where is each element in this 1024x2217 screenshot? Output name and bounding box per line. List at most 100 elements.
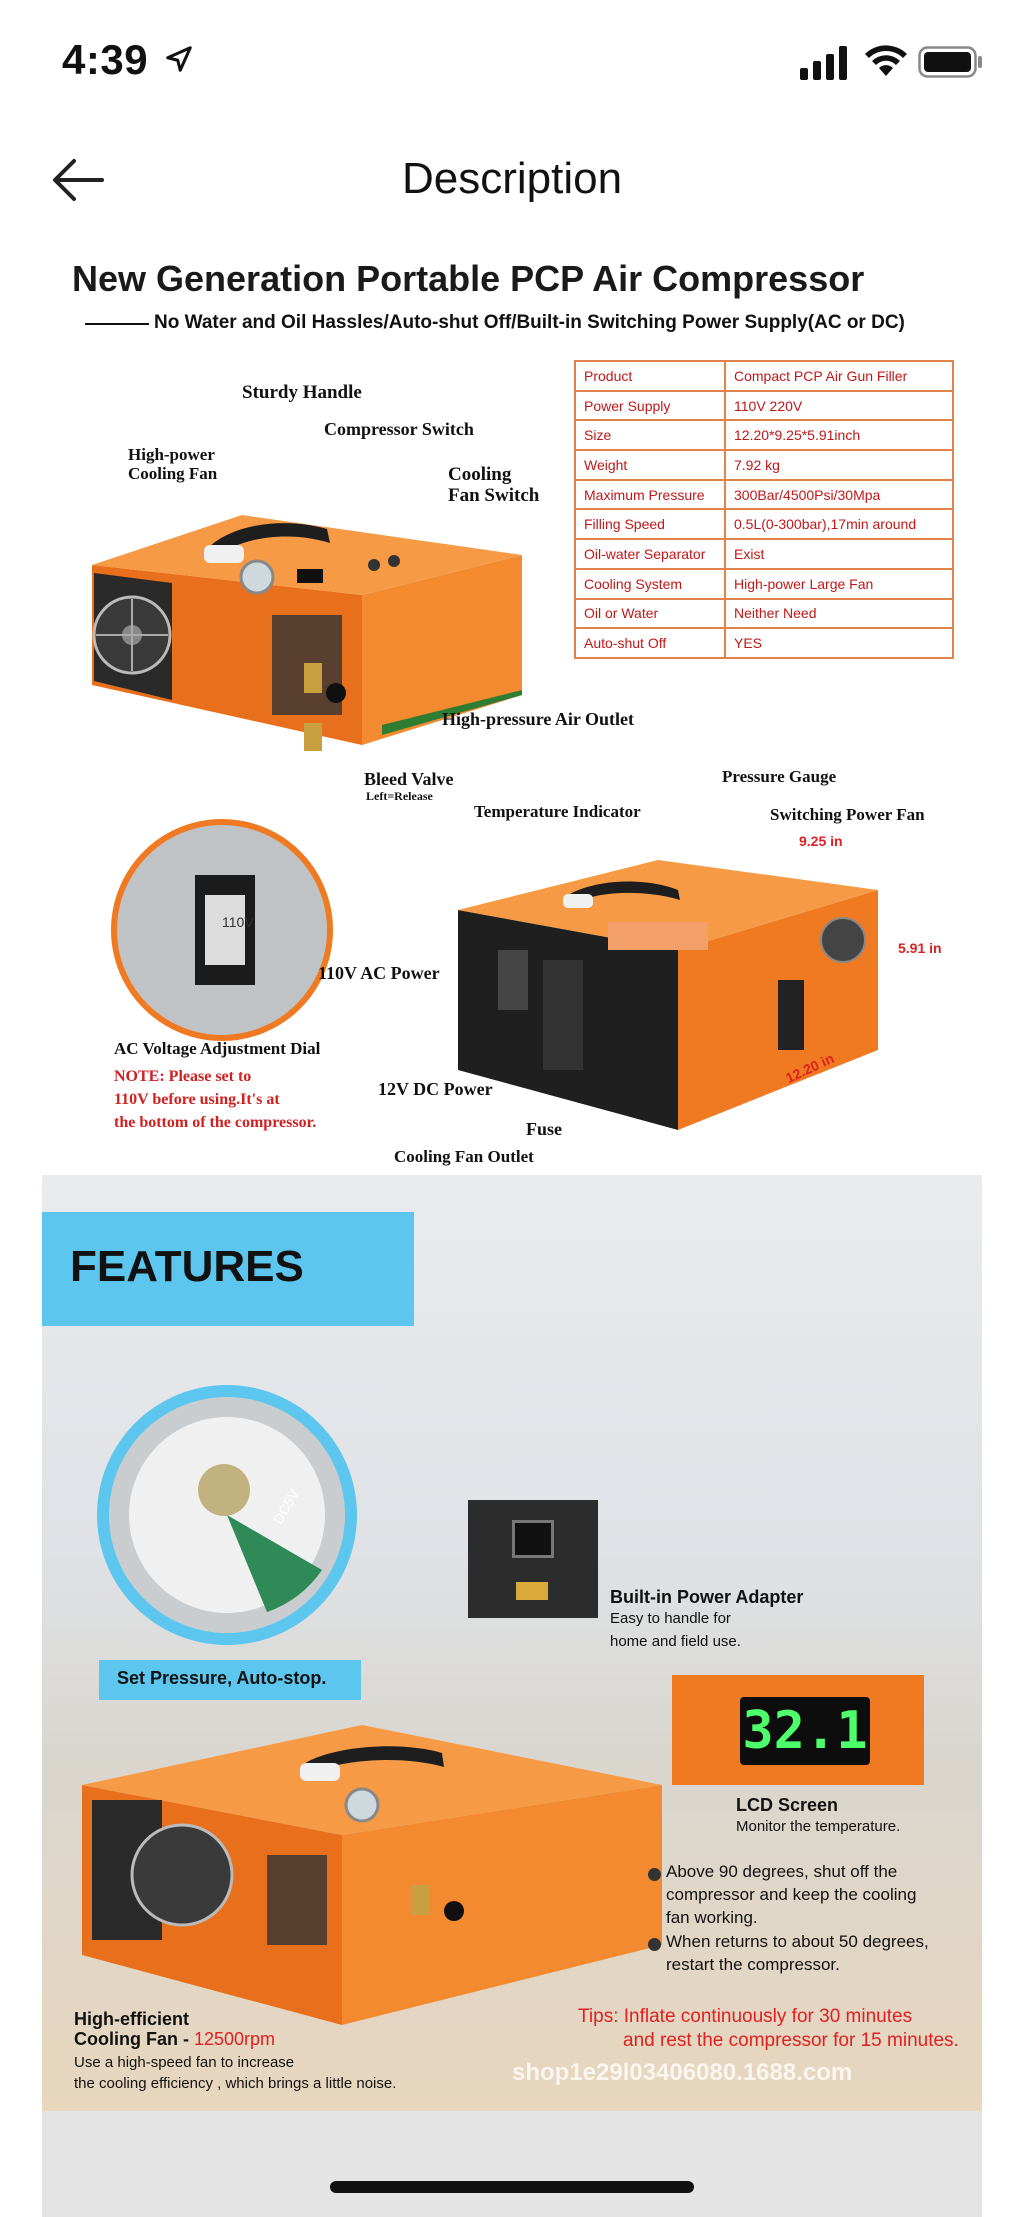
compressor-features-image — [82, 1725, 662, 2025]
lcd-subtitle: Monitor the temperature. — [736, 1818, 901, 1835]
spec-value: 12.20*9.25*5.91inch — [724, 419, 954, 452]
label-fan-1: High-power — [128, 445, 215, 464]
spec-subtitle: No Water and Oil Hassles/Auto-shut Off/B… — [154, 312, 905, 333]
label-dc-power: 12V DC Power — [378, 1079, 493, 1099]
wifi-icon — [865, 45, 907, 76]
spec-key: Maximum Pressure — [574, 478, 726, 511]
label-ac-power: 110V AC Power — [318, 963, 440, 983]
spec-key: Cooling System — [574, 567, 726, 600]
spec-key: Weight — [574, 449, 726, 481]
compressor-top-image — [92, 515, 522, 751]
label-air-outlet: High-pressure Air Outlet — [442, 709, 635, 729]
label-bleed-valve: Bleed Valve — [364, 769, 454, 789]
battery-icon — [918, 46, 982, 78]
back-arrow-icon[interactable] — [50, 155, 106, 205]
spec-title: New Generation Portable PCP Air Compress… — [72, 258, 865, 299]
fan-title-1: High-efficient — [74, 2009, 189, 2029]
adapter-title: Built-in Power Adapter — [610, 1587, 804, 1607]
spec-value: Neither Need — [724, 597, 954, 630]
power-adapter-image — [468, 1500, 598, 1618]
spec-value: 0.5L(0-300bar),17min around — [724, 508, 954, 541]
home-indicator[interactable] — [330, 2181, 694, 2193]
set-pressure-tag: Set Pressure, Auto-stop. — [99, 1660, 361, 1700]
bullet-icon — [648, 1938, 661, 1951]
dial-zoom-image — [111, 819, 333, 1041]
features-title: FEATURES — [70, 1242, 304, 1291]
dial-window-label: 110V — [222, 914, 254, 930]
page-title: Description — [401, 154, 623, 203]
location-arrow-icon — [166, 46, 192, 72]
tips-line-1: Tips: Inflate continuously for 30 minute… — [578, 2006, 913, 2027]
fan-desc-1: Use a high-speed fan to increase — [74, 2054, 295, 2071]
lcd-panel: 32.1 — [672, 1675, 924, 1785]
bullet-2-line-1: When returns to about 50 degrees, — [666, 1932, 929, 1951]
adapter-line-2: home and field use. — [610, 1633, 741, 1650]
label-bleed-sub: Left=Release — [366, 789, 433, 803]
bullet-2-line-2: restart the compressor. — [666, 1955, 840, 1974]
note-line-2: 110V before using.It's at — [114, 1091, 280, 1108]
fan-rpm: 12500rpm — [193, 2029, 276, 2049]
fan-desc-2: the cooling efficiency , which brings a … — [74, 2075, 397, 2092]
next-image-placeholder — [42, 2111, 982, 2217]
features-title-banner: FEATURES — [42, 1212, 414, 1326]
spec-value: Compact PCP Air Gun Filler — [724, 360, 954, 392]
description-content[interactable]: New Generation Portable PCP Air Compress… — [42, 240, 982, 2217]
watermark: shop1e29l03406080.1688.com — [512, 2059, 853, 2086]
status-time: 4:39 — [62, 36, 149, 83]
spec-key: Power Supply — [574, 389, 726, 422]
cellular-signal-icon — [800, 46, 847, 80]
spec-key: Auto-shut Off — [574, 627, 726, 659]
note-line-3: the bottom of the compressor. — [114, 1114, 317, 1131]
label-gauge: Pressure Gauge — [722, 767, 837, 786]
subtitle-rule — [85, 323, 149, 325]
spec-value: 110V 220V — [724, 389, 954, 422]
ac-socket-icon — [512, 1520, 554, 1558]
label-handle: Sturdy Handle — [242, 382, 362, 403]
label-fuse: Fuse — [526, 1119, 562, 1139]
label-cooling-1: Cooling — [448, 464, 512, 485]
lcd-title: LCD Screen — [736, 1795, 839, 1815]
bullet-1-line-3: fan working. — [666, 1908, 758, 1927]
spec-value: 300Bar/4500Psi/30Mpa — [724, 478, 954, 511]
pressure-gauge-zoom — [97, 1385, 357, 1645]
label-fan-2: Cooling Fan — [128, 464, 218, 483]
spec-value: Exist — [724, 538, 954, 570]
label-comp-switch: Compressor Switch — [324, 419, 474, 439]
spec-key: Product — [574, 360, 726, 392]
spec-key: Oil-water Separator — [574, 538, 726, 570]
label-temp: Temperature Indicator — [474, 802, 641, 821]
dim-width: 9.25 in — [799, 833, 843, 849]
fan-title-2: Cooling Fan - 12500rpm — [74, 2029, 276, 2049]
features-image: FEATURES DC5V Set Pressure, Auto-stop. B… — [42, 1175, 982, 2111]
spec-key: Filling Speed — [574, 508, 726, 541]
bullet-1-line-2: compressor and keep the cooling — [666, 1885, 917, 1904]
spec-value: High-power Large Fan — [724, 567, 954, 600]
spec-image: New Generation Portable PCP Air Compress… — [42, 240, 982, 1175]
dim-height: 5.91 in — [898, 940, 942, 956]
bullet-icon — [648, 1868, 661, 1881]
compressor-rear-image — [458, 860, 878, 1130]
spec-value: YES — [724, 627, 954, 659]
dc-socket-icon — [516, 1582, 548, 1600]
spec-value: 7.92 kg — [724, 449, 954, 481]
bullet-1-line-1: Above 90 degrees, shut off the — [666, 1862, 898, 1881]
label-dial: AC Voltage Adjustment Dial — [114, 1039, 321, 1058]
tips-text: Tips: Inflate continuously for 30 minute… — [578, 2005, 959, 2053]
tips-line-2: and rest the compressor for 15 minutes. — [623, 2029, 959, 2051]
spec-key: Size — [574, 419, 726, 452]
spec-key: Oil or Water — [574, 597, 726, 630]
note-line-1: NOTE: Please set to — [114, 1068, 252, 1085]
label-fan-outlet: Cooling Fan Outlet — [394, 1147, 534, 1166]
adapter-line-1: Easy to handle for — [610, 1610, 731, 1627]
